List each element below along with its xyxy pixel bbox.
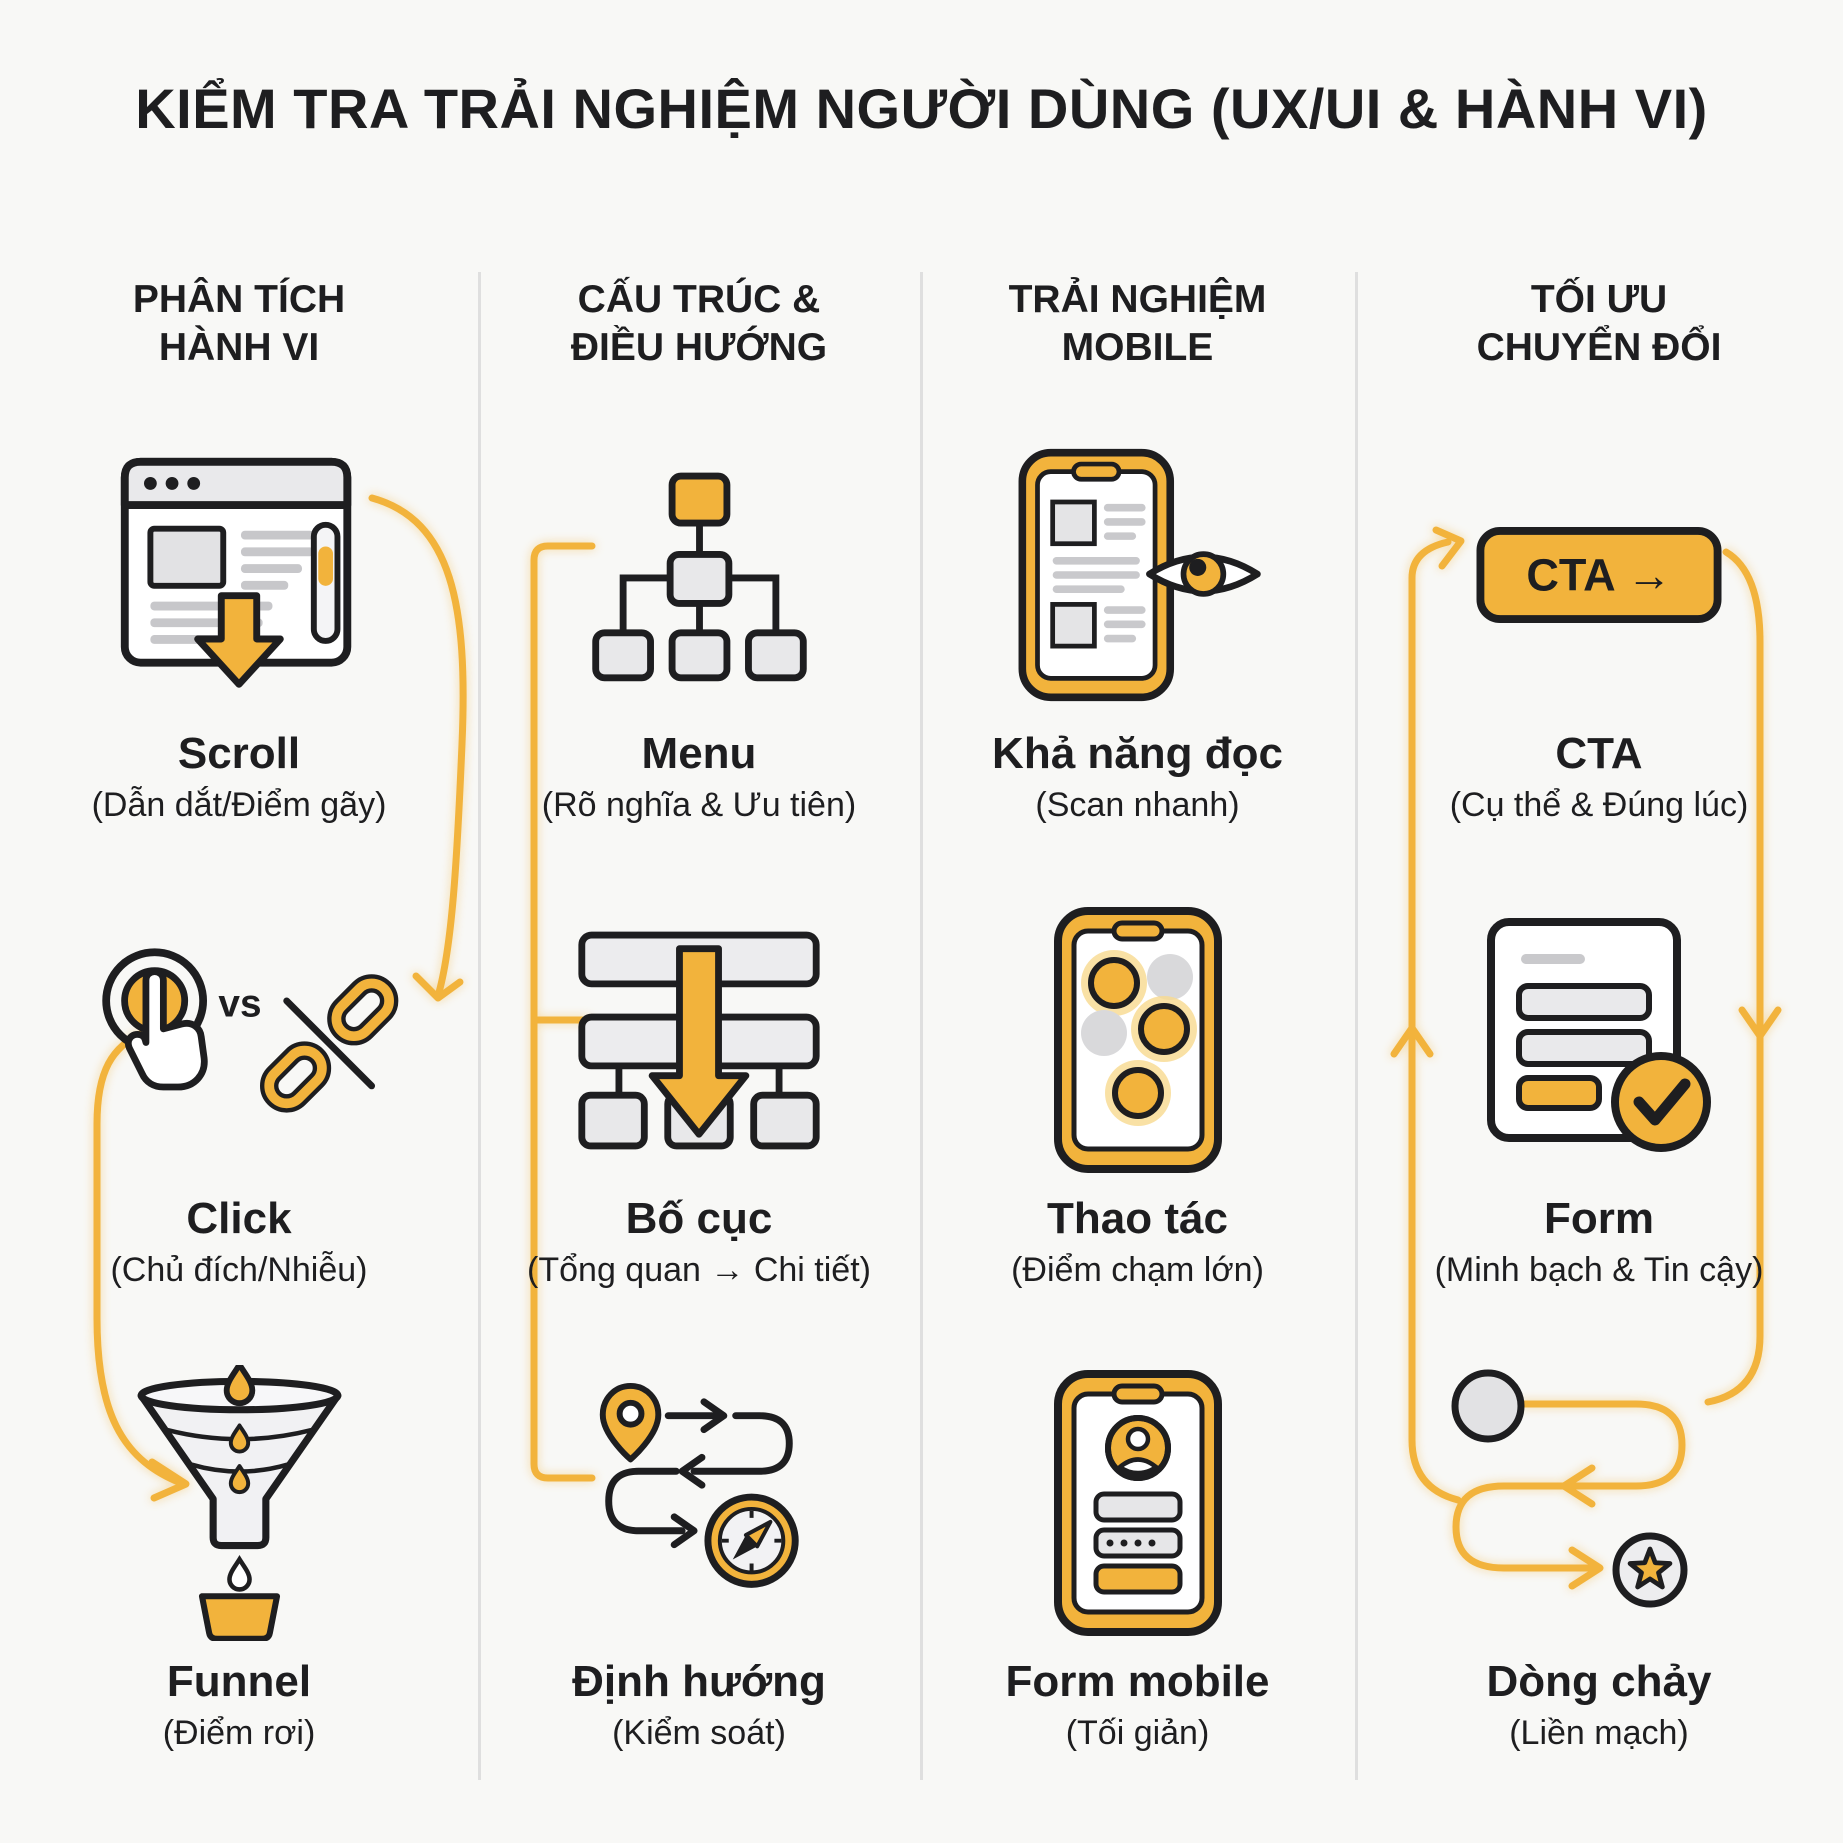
item-label: Dòng chảy [1486,1657,1712,1706]
item-label: CTA [1555,729,1643,778]
item-sublabel: (Cụ thể & Đúng lúc) [1449,786,1749,825]
column-divider-3 [1355,272,1358,1780]
header-line: HÀNH VI [158,326,320,370]
route-compass-icon [478,1348,920,1658]
item-label: Funnel [166,1657,312,1706]
item-funnel: Funnel (Điểm rơi) [0,1348,478,1753]
tap-vs-broken-link-icon: vs [0,885,478,1195]
phone-form-icon [920,1348,1355,1658]
item-label: Scroll [177,729,301,778]
funnel-drops-icon [0,1348,478,1658]
item-sublabel: (Điểm rơi) [162,1714,316,1753]
phone-eye-icon [920,420,1355,730]
item-flow: Dòng chảy (Liền mạch) [1355,1348,1843,1753]
item-label: Bố cục [625,1194,773,1243]
column-header-conversion: TỐI ƯU CHUYỂN ĐỔI [1355,276,1843,373]
item-layout: Bố cục (Tổng quan → Chi tiết) [478,885,920,1290]
item-label: Định hướng [572,1657,826,1706]
item-sublabel: (Dẫn dắt/Điểm gãy) [91,786,387,825]
map-pin [599,1382,662,1463]
item-scroll: Scroll (Dẫn dắt/Điểm gãy) [0,420,478,825]
item-sublabel: (Scan nhanh) [1035,786,1240,825]
item-label: Form [1544,1194,1654,1243]
item-readability: Khả năng đọc (Scan nhanh) [920,420,1355,825]
item-menu: Menu (Rõ nghĩa & Ưu tiên) [478,420,920,825]
item-sublabel: (Tối giản) [1065,1714,1210,1753]
item-sublabel: (Minh bạch & Tin cậy) [1434,1251,1764,1290]
item-form: Form (Minh bạch & Tin cậy) [1355,885,1843,1290]
cta-button-text: CTA → [1526,550,1671,601]
item-label: Khả năng đọc [992,729,1283,778]
header-line: MOBILE [1061,326,1214,370]
vs-text: vs [218,982,261,1025]
form-check-icon [1355,885,1843,1195]
column-header-structure: CẤU TRÚC & ĐIỀU HƯỚNG [478,276,920,373]
item-cta: CTA → CTA (Cụ thể & Đúng lúc) [1355,420,1843,825]
column-divider-2 [920,272,923,1780]
header-line: TỐI ƯU [1530,278,1668,321]
header-line: ĐIỀU HƯỚNG [570,326,828,370]
flow-circle-to-star-icon [1355,1348,1843,1658]
item-sublabel: (Tổng quan → Chi tiết) [527,1251,871,1290]
column-divider-1 [478,272,481,1780]
item-touch-targets: Thao tác (Điểm chạm lớn) [920,885,1355,1290]
item-sublabel: (Kiểm soát) [612,1714,786,1753]
header-line: TRẢI NGHIỆM [1008,278,1267,321]
column-header-behavior: PHÂN TÍCH HÀNH VI [0,276,478,373]
item-orientation: Định hướng (Kiểm soát) [478,1348,920,1753]
item-label: Thao tác [1047,1194,1228,1243]
item-click: vs Click (Chủ đích/Nhiễu) [0,885,478,1290]
column-header-mobile: TRẢI NGHIỆM MOBILE [920,276,1355,373]
header-line: CẤU TRÚC & [577,278,821,321]
page-title: KIỂM TRA TRẢI NGHIỆM NGƯỜI DÙNG (UX/UI &… [135,77,1708,140]
phone-touch-targets-icon [920,885,1355,1195]
item-sublabel: (Liền mạch) [1509,1714,1689,1753]
item-label: Click [186,1194,292,1243]
compass [704,1493,799,1588]
header-line: PHÂN TÍCH [132,278,346,321]
browser-scroll-icon [0,420,478,730]
item-label: Form mobile [1005,1657,1270,1706]
broken-link [260,973,399,1113]
item-mobile-form: Form mobile (Tối giản) [920,1348,1355,1753]
layout-drilldown-icon [478,885,920,1195]
item-sublabel: (Chủ đích/Nhiễu) [110,1251,368,1290]
item-sublabel: (Điểm chạm lớn) [1011,1251,1264,1290]
item-sublabel: (Rõ nghĩa & Ưu tiên) [541,786,857,825]
sitemap-icon [478,420,920,730]
header-line: CHUYỂN ĐỔI [1476,326,1722,370]
cta-button-icon: CTA → [1355,420,1843,730]
item-label: Menu [641,729,757,778]
